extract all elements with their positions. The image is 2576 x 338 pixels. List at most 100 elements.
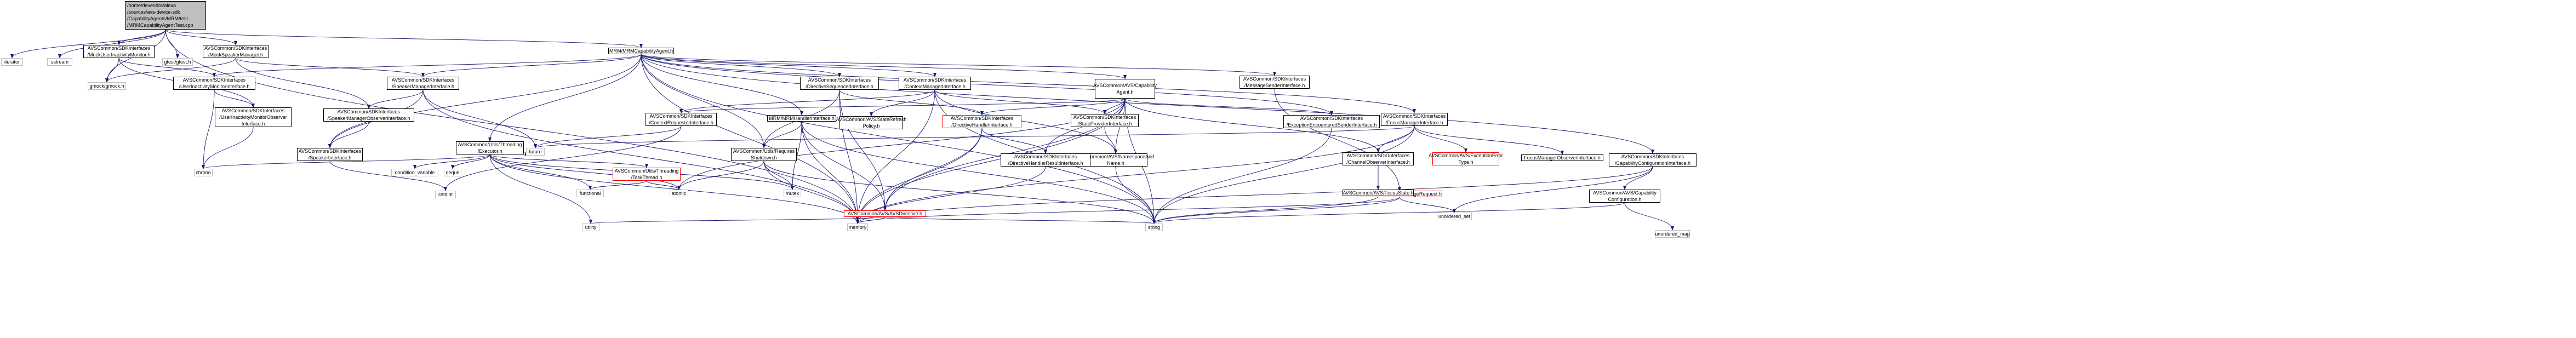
node-msgsend[interactable]: AVSCommon/SDKInterfaces /MessageSenderIn… [1240, 76, 1310, 89]
edge-mockUIM-to-gmock [105, 58, 119, 83]
node-dirseq[interactable]: AVSCommon/SDKInterfaces /DirectiveSequen… [800, 77, 879, 90]
node-deque[interactable]: deque [444, 169, 461, 176]
node-executor[interactable]: AVSCommon/Utils/Threading /Executor.h [456, 141, 524, 154]
edge-focusmgr-to-focobs [1414, 125, 1564, 155]
node-ctxreq[interactable]: AVSCommon/SDKInterfaces /ContextRequeste… [646, 113, 717, 126]
edge-msgreq-to-uset [1399, 197, 1456, 213]
edge-reqshut-to-mutex [763, 161, 794, 190]
node-avsdir[interactable]: AVSCommon/AVS/AVSDirective.h [844, 210, 926, 217]
node-mrmhi[interactable]: MRM/MRMHandlerInterface.h [767, 115, 836, 122]
edge-msgreq-to-string [1152, 197, 1400, 224]
node-cstdint[interactable]: cstdint [435, 191, 456, 198]
node-statefr[interactable]: AVSCommon/AVS/StateRefresh Policy.h [836, 116, 907, 129]
edge-mrmhi-to-memory [801, 121, 859, 224]
edge-root-to-mockUIM [117, 29, 166, 45]
edge-dirseq-to-dirhand [839, 89, 984, 116]
node-uimi[interactable]: AVSCommon/SDKInterfaces /UserInactivityM… [173, 77, 255, 90]
edge-mrmca-to-reqshut [641, 54, 766, 148]
edge-mrmca-to-memory [641, 54, 859, 224]
edge-mrmca-to-focusmgr [641, 54, 1416, 113]
edge-mockSpk-to-gmock [105, 58, 236, 83]
node-capcfg[interactable]: AVSCommon/AVS/Capability Configuration.h [1589, 190, 1660, 203]
edge-capag-to-ctxreq [679, 98, 1126, 113]
edge-root-to-mockSpk [165, 29, 237, 45]
edge-avsdir-to-string [884, 216, 1156, 224]
node-mrmca[interactable]: MRM/MRMCapabilityAgent.h [608, 48, 674, 54]
edge-mrmca-to-dirseq [641, 54, 841, 77]
node-gmock[interactable]: gmock/gmock.h [88, 82, 126, 90]
edge-executor-to-chrono [202, 154, 490, 169]
node-mockUIM[interactable]: AVSCommon/SDKInterfaces /MockUserInactiv… [83, 45, 155, 58]
edge-mrmca-to-capcfgi [641, 54, 1654, 154]
node-focobs[interactable]: FocusManagerObserverInterface.h [1521, 154, 1603, 161]
edge-smi-to-memory [422, 89, 859, 224]
node-future[interactable]: future [526, 148, 545, 156]
node-smi[interactable]: AVSCommon/SDKInterfaces /SpeakerManagerI… [387, 77, 459, 90]
edge-stprov-to-nsname [1104, 127, 1117, 154]
node-memory[interactable]: memory [847, 224, 868, 231]
node-iterator[interactable]: iterator [1, 58, 23, 66]
node-condvar[interactable]: condition_variable [391, 169, 438, 176]
node-uimoi[interactable]: AVSCommon/SDKInterfaces /UserInactivityM… [215, 107, 292, 127]
node-stprov[interactable]: AVSCommon/SDKInterfaces /StateProviderIn… [1071, 114, 1139, 127]
edge-dirhand-to-dhrs [981, 128, 1047, 154]
edge-mrmca-to-executor [488, 54, 642, 142]
edge-reqshut-to-string [763, 161, 1156, 224]
node-focusmgr[interactable]: AVSCommon/SDKInterfaces /FocusManagerInt… [1381, 113, 1448, 126]
edge-uimoi-to-chrono [202, 127, 254, 169]
edge-ctxmgr-to-ctxreq [679, 89, 935, 113]
node-smoi[interactable]: AVSCommon/SDKInterfaces /SpeakerManagerO… [323, 108, 414, 122]
edge-tasktl-to-functional [589, 180, 647, 190]
edge-mrmca-to-excsend [641, 54, 1333, 116]
edge-mrmhi-to-avsdir [801, 121, 887, 211]
edge-uimi-to-uimoi [214, 89, 255, 108]
node-sstream[interactable]: sstream [47, 58, 72, 66]
node-chrono[interactable]: chrono [194, 169, 213, 176]
edge-mrmca-to-mrmhi [641, 54, 803, 116]
node-umap[interactable]: unordered_map [1655, 230, 1690, 238]
node-focstate[interactable]: AVSCommon/AVS/FocusState.h [1343, 190, 1414, 196]
node-uset[interactable]: unordered_set [1437, 213, 1472, 220]
edge-capcfgi-to-capcfg [1623, 166, 1653, 190]
edge-focusmgr-to-exctype [1414, 125, 1467, 153]
node-capcfgi[interactable]: AVSCommon/SDKInterfaces /CapabilityConfi… [1609, 153, 1697, 167]
edge-focstate-to-string [1152, 196, 1379, 224]
node-gtest[interactable]: gtest/gtest.h [162, 58, 193, 66]
node-tasktl[interactable]: AVSCommon/Utils/Threading /TaskThread.h [613, 168, 681, 181]
node-nsname[interactable]: AVSCommon/AVS/NamespaceAnd Name.h [1077, 153, 1155, 167]
edge-avsdir-to-memory [856, 216, 886, 224]
node-mutex[interactable]: mutex [784, 190, 801, 197]
node-dhrs[interactable]: AVSCommon/SDKInterfaces /DirectiveHandle… [1001, 153, 1090, 167]
edge-executor-to-utility [489, 154, 592, 224]
edge-focusmgr-to-future [534, 125, 1415, 148]
edge-mockUIM-to-uimi [118, 58, 216, 77]
edge-dirseq-to-avsdir [839, 89, 887, 211]
node-utility[interactable]: utility [582, 224, 599, 231]
node-atomic[interactable]: atomic [670, 190, 688, 197]
edge-dirhand-to-avsdir [883, 128, 983, 211]
edge-root-to-sstream [58, 29, 166, 59]
edge-ctxmgr-to-nsname [934, 89, 1117, 154]
node-exctype[interactable]: AVSCommon/AVS/ExceptionError Type.h [1429, 152, 1503, 165]
edge-focusmgr-to-string [1152, 125, 1415, 224]
node-mockSpk[interactable]: AVSCommon/SDKInterfaces /MockSpeakerMana… [203, 45, 269, 58]
node-string[interactable]: string [1145, 224, 1163, 231]
node-spki[interactable]: AVSCommon/SDKInterfaces /SpeakerInterfac… [297, 148, 363, 161]
node-excsend[interactable]: AVSCommon/SDKInterfaces /ExceptionEncoun… [1283, 115, 1380, 128]
node-dirhand[interactable]: AVSCommon/SDKInterfaces /DirectiveHandle… [943, 115, 1021, 128]
edge-ctxmgr-to-stprov [934, 89, 1106, 114]
edge-nsname-to-string [1115, 166, 1156, 224]
node-capag[interactable]: AVSCommon/AVS/Capability Agent.h [1093, 79, 1157, 99]
node-chobs[interactable]: AVSCommon/SDKInterfaces /ChannelObserver… [1343, 152, 1414, 165]
edge-capag-to-excsend [1124, 98, 1333, 116]
edge-mrmca-to-string [641, 54, 1156, 224]
node-reqshut[interactable]: AVSCommon/Utils/Requires Shutdown.h [731, 148, 797, 161]
edge-capcfg-to-string [1152, 202, 1625, 224]
edge-spki-to-cstdint [329, 161, 447, 191]
edge-capcfgi-to-uset [1453, 166, 1653, 213]
node-functional[interactable]: functional [576, 190, 604, 197]
edge-capag-to-dirhand [980, 98, 1126, 116]
node-ctxmgr[interactable]: AVSCommon/SDKInterfaces /ContextManagerI… [899, 77, 971, 90]
